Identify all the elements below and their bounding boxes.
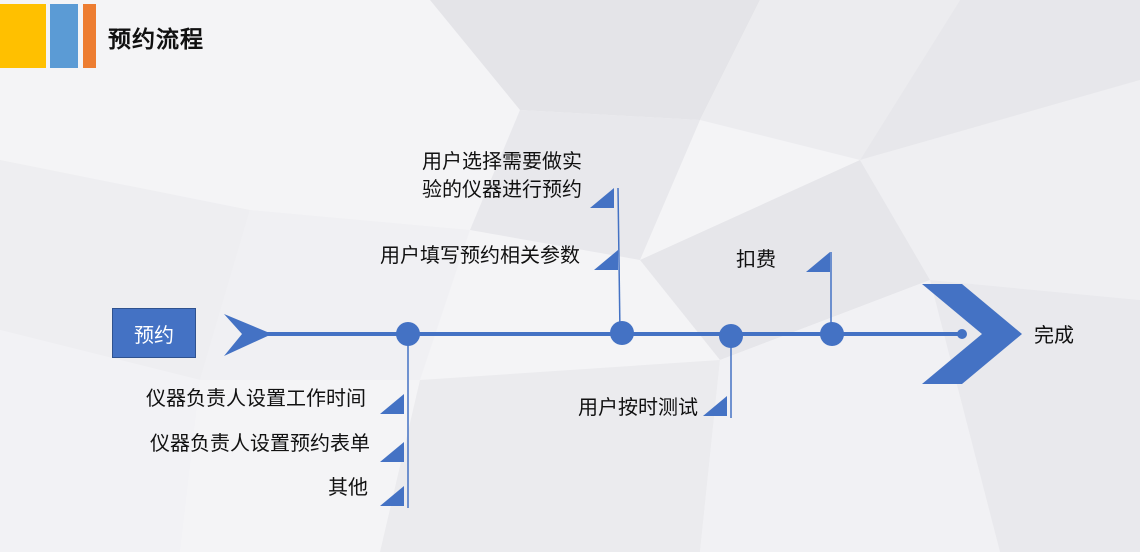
step-select-instrument-line-2: 验的仪器进行预约 bbox=[422, 177, 582, 201]
branch-flag-icon bbox=[806, 252, 830, 272]
end-chevron-icon bbox=[922, 284, 1022, 384]
end-label: 完成 bbox=[1034, 323, 1074, 347]
accent-bar-blue bbox=[50, 4, 78, 68]
timeline-node-2 bbox=[610, 321, 634, 345]
step-select-instrument-line-1: 用户选择需要做实 bbox=[422, 149, 582, 173]
step-admin-work-time: 仪器负责人设置工作时间 bbox=[146, 386, 366, 410]
branch-flag-icon bbox=[703, 396, 727, 416]
branch-flag-icon bbox=[380, 486, 404, 506]
start-box: 预约 bbox=[112, 308, 196, 358]
timeline-node-4 bbox=[820, 322, 844, 346]
branch-flag-icon bbox=[590, 188, 614, 208]
step-fill-params: 用户填写预约相关参数 bbox=[380, 243, 580, 267]
timeline-node-3 bbox=[719, 324, 743, 348]
page-title: 预约流程 bbox=[108, 27, 204, 53]
spine-end-dot bbox=[957, 329, 967, 339]
step-other: 其他 bbox=[328, 475, 368, 499]
timeline-node-1 bbox=[396, 322, 420, 346]
branch-flag-icon bbox=[380, 394, 404, 414]
branch-flag-icon bbox=[380, 442, 404, 462]
step-test-on-time: 用户按时测试 bbox=[578, 395, 698, 419]
start-chevron-icon bbox=[224, 314, 272, 356]
step-admin-form: 仪器负责人设置预约表单 bbox=[150, 431, 370, 455]
branch-flag-icon bbox=[594, 250, 618, 270]
accent-bar-orange bbox=[83, 4, 96, 68]
branch-node-2 bbox=[617, 187, 621, 335]
accent-bar-yellow bbox=[0, 4, 46, 68]
step-deduct-fee: 扣费 bbox=[736, 247, 776, 271]
